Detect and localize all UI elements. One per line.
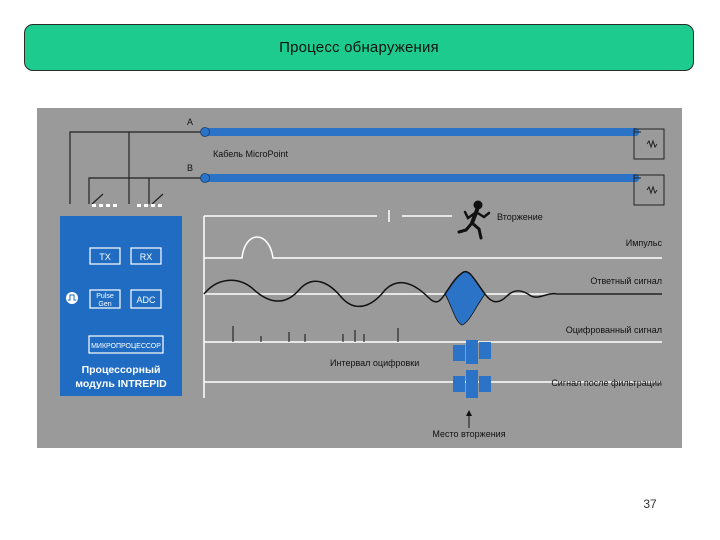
- adc-block: ADC: [130, 289, 162, 309]
- pulse-symbol-icon: [66, 292, 78, 304]
- title-banner: Процесс обнаружения: [24, 24, 694, 71]
- slide-title: Процесс обнаружения: [279, 39, 439, 56]
- digitize-interval-label: Интервал оцифровки: [330, 358, 419, 368]
- cable-b: [205, 174, 639, 182]
- pulse-gen-label-2: Gen: [98, 301, 111, 308]
- tx-block: TX: [89, 247, 121, 265]
- page-number: 37: [643, 497, 657, 511]
- intrusion-label: Вторжение: [497, 212, 543, 222]
- response-trace: [203, 270, 662, 308]
- terminal-markers: [92, 204, 162, 207]
- pulse-generator-block: Pulse Gen: [66, 289, 121, 309]
- microprocessor-label: МИКРОПРОЦЕССОР: [91, 343, 161, 350]
- module-label-line2: модуль INTREPID: [75, 378, 167, 390]
- tx-label: TX: [99, 252, 111, 262]
- cable-a-end: [200, 127, 210, 137]
- pulse-gen-label-1: Pulse: [96, 293, 114, 300]
- cable-a-label: A: [187, 117, 193, 127]
- filtered-bars: [453, 370, 491, 398]
- intrusion-point-label: Место вторжения: [432, 429, 505, 439]
- connection-wires: [69, 131, 205, 205]
- cable-terminator-b: [633, 174, 665, 206]
- intrusion-point-arrow: [466, 410, 472, 428]
- filtered-label: Сигнал после фильтрации: [551, 378, 662, 388]
- rx-label: RX: [140, 252, 153, 262]
- digitized-label: Оцифрованный сигнал: [566, 325, 662, 335]
- digitized-bars: [453, 340, 491, 364]
- cable-terminator-a: [633, 128, 665, 160]
- processor-module: [60, 216, 182, 396]
- cable-name-label: Кабель MicroPoint: [213, 149, 288, 159]
- digitize-ticks: [232, 326, 399, 342]
- rx-block: RX: [130, 247, 162, 265]
- running-person-icon: [457, 200, 491, 240]
- impulse-label: Импульс: [626, 238, 663, 248]
- adc-label: ADC: [136, 295, 156, 305]
- detection-diagram: A Кабель MicroPoint B TX RX Pulse Gen AD…: [37, 108, 682, 448]
- cable-a: [205, 128, 639, 136]
- cable-b-label: B: [187, 163, 193, 173]
- microprocessor-block: МИКРОПРОЦЕССОР: [88, 335, 164, 354]
- module-label-line1: Процесcорный: [82, 364, 161, 376]
- response-label: Ответный сигнал: [590, 276, 662, 286]
- impulse-trace: [204, 236, 662, 259]
- cable-b-end: [200, 173, 210, 183]
